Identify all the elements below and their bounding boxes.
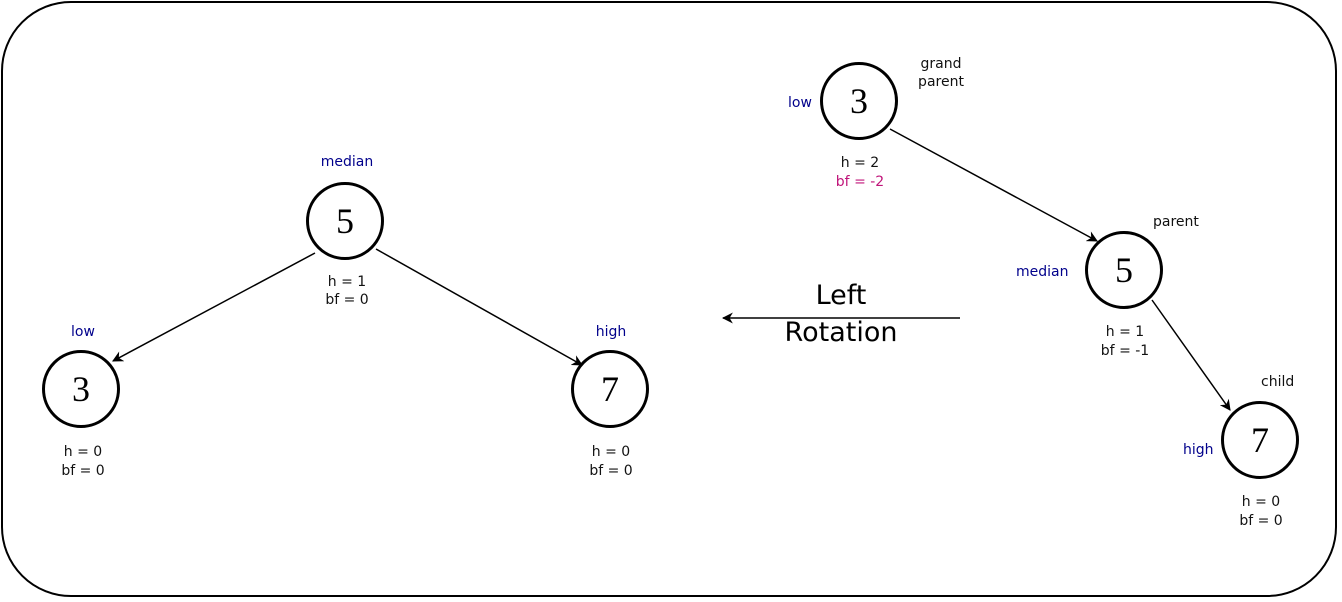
edge-5-to-7 [375,248,583,366]
root-balance-factor-label: bf = 0 [325,292,369,308]
parent-height-label: h = 1 [1105,324,1145,340]
node-3-grandparent: 3 [820,62,898,140]
grandparent-height-label: h = 2 [840,155,880,171]
node-5-parent: 5 [1085,231,1163,309]
right-height-label: h = 0 [591,444,631,460]
node-3-left: 3 [42,350,120,428]
parent-name-label: parent [1153,214,1199,230]
grandparent-name-line2: parent [918,74,964,90]
right-balance-factor-label: bf = 0 [589,463,633,479]
grandparent-name-line1: grand [920,56,962,72]
left-balance-factor-label: bf = 0 [61,463,105,479]
low-role-label: low [71,324,95,340]
node-7-child: 7 [1221,401,1299,479]
median-role-label: median [320,154,374,170]
grandparent-role-label: low [788,95,812,111]
grandparent-balance-factor-label: bf = -2 [835,174,885,190]
child-balance-factor-label: bf = 0 [1239,513,1283,529]
root-height-label: h = 1 [327,274,367,290]
edge-grandparent-to-parent [889,128,1098,242]
parent-balance-factor-label: bf = -1 [1100,343,1150,359]
child-height-label: h = 0 [1241,494,1281,510]
edge-parent-to-child [1151,299,1231,411]
parent-role-label: median [1016,264,1069,280]
node-5-root: 5 [306,182,384,260]
child-name-label: child [1261,374,1295,390]
child-role-label: high [1183,442,1214,458]
node-7-right: 7 [571,350,649,428]
edge-5-to-3 [112,252,316,362]
rotation-label-line2: Rotation [784,317,898,348]
left-height-label: h = 0 [63,444,103,460]
high-role-label: high [595,324,627,340]
rotation-label-line1: Left [815,280,867,311]
